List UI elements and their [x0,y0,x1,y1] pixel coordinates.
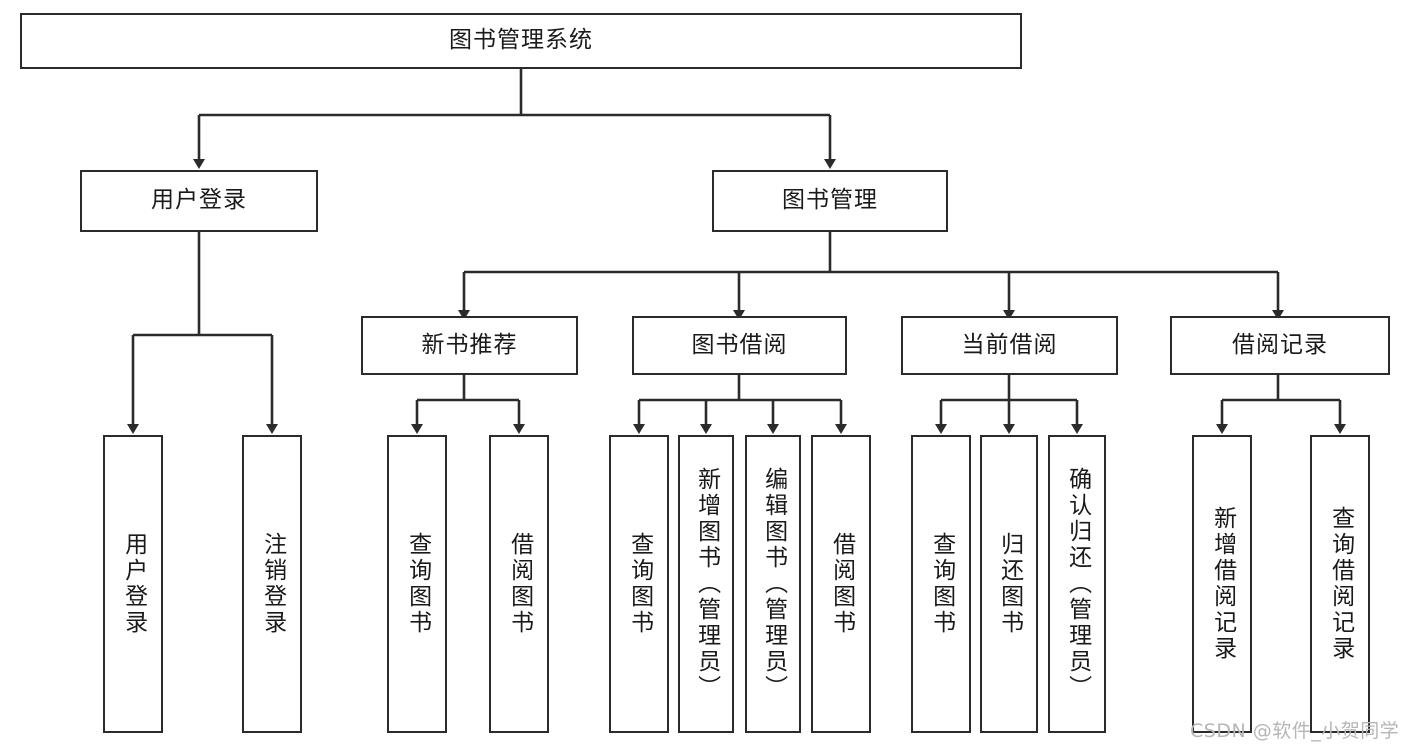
node-book-borrow-label: 图书借阅 [691,331,788,358]
node-borrow-record[interactable]: 借阅记录 [1170,316,1390,375]
node-leaf-confirm-return-label: 确认归还（管理员） [1064,467,1091,701]
node-leaf-edit-book-label: 编辑图书（管理员） [760,467,787,701]
node-leaf-return-book[interactable]: 归还图书 [980,435,1038,733]
node-new-book-recommend-label: 新书推荐 [421,331,518,358]
node-leaf-confirm-return[interactable]: 确认归还（管理员） [1048,435,1106,733]
node-leaf-user-login-label: 用户登录 [120,532,147,636]
node-new-book-recommend[interactable]: 新书推荐 [361,316,578,375]
node-book-management-label: 图书管理 [782,187,878,214]
node-root-label: 图书管理系统 [449,27,593,54]
csdn-watermark: CSDN @软件_小贺同学 [1190,720,1400,742]
node-leaf-logout-login-label: 注销登录 [259,532,286,636]
node-leaf-add-borrow-record[interactable]: 新增借阅记录 [1192,435,1252,733]
node-book-borrow[interactable]: 图书借阅 [632,316,847,375]
node-current-borrow[interactable]: 当前借阅 [901,316,1118,375]
node-current-borrow-label: 当前借阅 [961,331,1058,358]
node-book-management[interactable]: 图书管理 [712,170,948,232]
node-leaf-add-borrow-record-label: 新增借阅记录 [1209,506,1236,662]
node-leaf-borrow-book-2-label: 借阅图书 [828,532,855,636]
node-leaf-query-book-3[interactable]: 查询图书 [911,435,971,733]
node-root[interactable]: 图书管理系统 [20,13,1022,69]
node-leaf-query-book-2[interactable]: 查询图书 [609,435,669,733]
node-leaf-query-book-1-label: 查询图书 [404,532,431,636]
node-borrow-record-label: 借阅记录 [1232,331,1328,358]
node-user-login-label: 用户登录 [151,187,247,214]
node-leaf-query-borrow-record-label: 查询借阅记录 [1327,506,1354,662]
node-leaf-query-book-3-label: 查询图书 [928,532,955,636]
node-user-login[interactable]: 用户登录 [80,170,318,232]
node-leaf-add-book-label: 新增图书（管理员） [693,467,720,701]
node-leaf-logout-login[interactable]: 注销登录 [242,435,302,733]
node-leaf-borrow-book-1[interactable]: 借阅图书 [489,435,549,733]
node-leaf-borrow-book-1-label: 借阅图书 [506,532,533,636]
node-leaf-user-login[interactable]: 用户登录 [103,435,163,733]
node-leaf-add-book[interactable]: 新增图书（管理员） [678,435,734,733]
node-leaf-query-book-2-label: 查询图书 [626,532,653,636]
node-leaf-return-book-label: 归还图书 [996,532,1023,636]
node-leaf-borrow-book-2[interactable]: 借阅图书 [811,435,871,733]
node-leaf-query-book-1[interactable]: 查询图书 [387,435,447,733]
node-leaf-edit-book[interactable]: 编辑图书（管理员） [745,435,801,733]
node-leaf-query-borrow-record[interactable]: 查询借阅记录 [1310,435,1370,733]
